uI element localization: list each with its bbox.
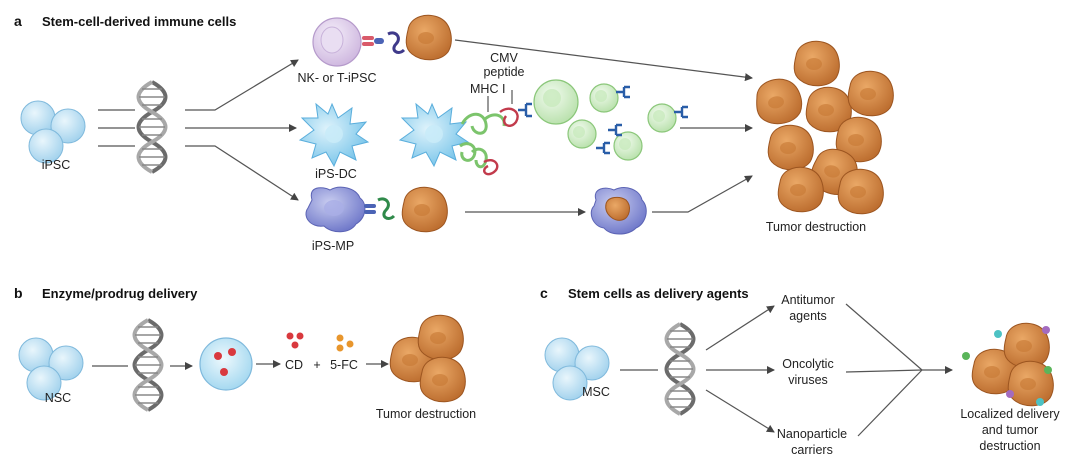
panel-c-letter: c [540,285,548,301]
panel-b-title: Enzyme/prodrug delivery [42,286,198,301]
msc-label: MSC [582,385,610,399]
cmv-label-line2: peptide [483,65,524,79]
5fc-label: 5-FC [330,358,358,372]
arrow-to-antitumor [705,305,775,351]
dna-helix-b [132,318,164,412]
dendritic-cell-presenting [398,102,470,168]
panel-a-title: Stem-cell-derived immune cells [42,14,236,29]
panel-a: a Stem-cell-derived immune cells iPSC NK… [14,13,894,253]
localized-label-line2: and tumor [982,423,1038,437]
dendritic-cell [298,102,370,168]
merge-line-2 [845,369,923,373]
mhc-complex-upper [460,102,532,135]
tumor-destruction-label-b: Tumor destruction [376,407,476,421]
engineered-nsc [199,337,253,391]
tumor-nk [405,14,452,61]
nsc-label: NSC [45,391,71,405]
tumor-mass-b [389,314,466,403]
antitumor-label-line2: agents [789,309,827,323]
cd-label: CD [285,358,303,372]
nanoparticle-label-line1: Nanoparticle [777,427,847,441]
macrophage-engulfing [590,187,647,235]
tumor-destruction-label-a: Tumor destruction [766,220,866,234]
cmv-label-line1: CMV [490,51,518,65]
mhc-label: MHC I [470,82,505,96]
arrow-to-nk [185,59,299,111]
macrophage-cell [305,186,396,233]
panel-c-title: Stem cells as delivery agents [568,286,749,301]
oncolytic-label-line2: viruses [788,373,828,387]
tumor-mp [401,186,448,233]
oncolytic-label-line1: Oncolytic [782,357,833,371]
merge-line-1 [845,303,923,371]
plus-sign: + [313,358,320,372]
ipsc-cells [20,100,86,164]
cd-particles [286,332,304,349]
5fc-particles [336,334,354,352]
arrow-to-nanoparticle [705,389,775,433]
nk-cell [312,17,406,67]
antitumor-label-line1: Antitumor [781,293,835,307]
mhc-complex-lower [459,142,499,176]
mp-label: iPS-MP [312,239,354,253]
dna-helix-a [136,80,168,174]
nk-label: NK- or T-iPSC [298,71,377,85]
t-cell-cluster [533,79,690,161]
arrow-to-mp [185,145,299,201]
localized-label-line3: destruction [979,439,1040,453]
panel-b-letter: b [14,285,23,301]
merge-line-3 [857,369,923,437]
ipsc-label: iPSC [42,158,70,172]
tumor-mass-c [962,322,1054,407]
panel-b: b Enzyme/prodrug delivery NSC CD + 5-FC [14,285,476,421]
panel-a-letter: a [14,13,22,29]
arrow-mp-to-tumor [652,175,753,213]
dc-label: iPS-DC [315,167,357,181]
dna-helix-c [664,322,696,416]
panel-c: c Stem cells as delivery agents MSC Anti… [540,285,1060,457]
arrow-nk-to-tumor [454,39,753,82]
localized-label-line1: Localized delivery [960,407,1060,421]
tumor-mass-a [752,40,894,215]
nanoparticle-label-line2: carriers [791,443,833,457]
